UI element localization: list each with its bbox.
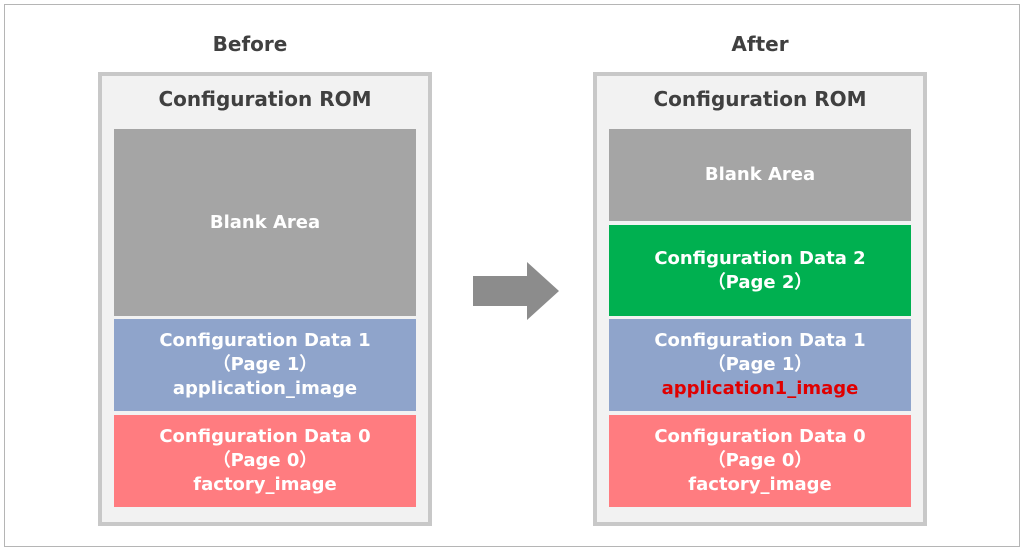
blank-area-label: Blank Area — [209, 211, 321, 233]
config-data-1-label: Configuration Data 1 — [159, 330, 371, 351]
config-data-0-page: （Page 0） — [707, 450, 813, 471]
blank-area-label: Blank Area — [704, 164, 816, 185]
after-configuration-rom: Configuration ROM Blank Area Configurati… — [593, 72, 927, 526]
after-configuration-data-2: Configuration Data 2 （Page 2） — [609, 225, 911, 316]
before-configuration-data-1: Configuration Data 1 （Page 1） applicatio… — [114, 319, 416, 411]
config-data-2-page: （Page 2） — [707, 271, 813, 293]
config-data-2-label: Configuration Data 2 — [654, 247, 866, 269]
config-data-0-image: factory_image — [193, 474, 337, 495]
after-heading: After — [731, 32, 789, 56]
config-data-0-label: Configuration Data 0 — [159, 426, 371, 447]
before-rom-title: Configuration ROM — [158, 87, 372, 111]
after-blank-area: Blank Area — [609, 129, 911, 221]
config-data-1-page: （Page 1） — [212, 354, 318, 375]
before-blank-area: Blank Area — [114, 129, 416, 316]
right-arrow-icon — [473, 262, 559, 320]
config-data-0-label: Configuration Data 0 — [654, 426, 866, 447]
before-heading: Before — [212, 32, 288, 56]
after-configuration-data-0: Configuration Data 0 （Page 0） factory_im… — [609, 415, 911, 507]
config-data-0-page: （Page 0） — [212, 450, 318, 471]
after-configuration-data-1: Configuration Data 1 （Page 1） applicatio… — [609, 319, 911, 411]
config-data-1-label: Configuration Data 1 — [654, 330, 866, 351]
config-data-1-page: （Page 1） — [707, 354, 813, 375]
config-data-1-image-highlighted: application1_image — [661, 378, 859, 399]
config-data-1-image: application_image — [172, 378, 358, 399]
before-configuration-data-0: Configuration Data 0 （Page 0） factory_im… — [114, 415, 416, 507]
after-rom-title: Configuration ROM — [653, 87, 867, 111]
config-data-0-image: factory_image — [688, 474, 832, 495]
before-configuration-rom: Configuration ROM Blank Area Configurati… — [98, 72, 432, 526]
